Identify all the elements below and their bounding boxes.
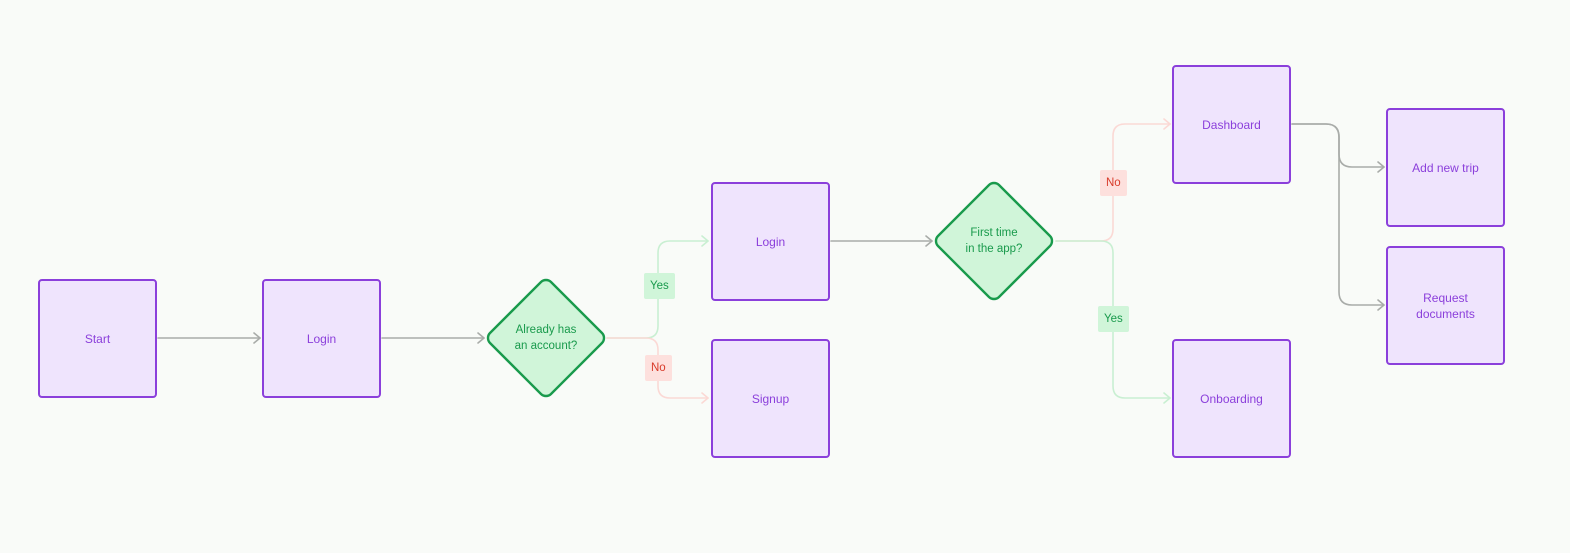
decision-diamond-shape xyxy=(934,181,1054,301)
login-node[interactable]: Login xyxy=(262,279,381,398)
request-documents-node-label: Request documents xyxy=(1416,290,1475,321)
yes-badge: Yes xyxy=(644,273,675,299)
no-badge: No xyxy=(645,355,672,381)
decision-diamond-shape xyxy=(486,278,606,398)
login-node-2-label: Login xyxy=(755,234,786,249)
dashboard-node-label: Dashboard xyxy=(1202,117,1261,132)
request-documents-node[interactable]: Request documents xyxy=(1386,246,1505,365)
start-node-label: Start xyxy=(84,331,111,346)
add-new-trip-node-label: Add new trip xyxy=(1412,160,1479,175)
has-account-decision[interactable]: Already has an account? xyxy=(485,277,607,399)
has-account-decision-label: Already has an account? xyxy=(514,324,578,352)
no-badge: No xyxy=(1100,170,1127,196)
add-new-trip-node[interactable]: Add new trip xyxy=(1386,108,1505,227)
signup-node-label: Signup xyxy=(751,391,790,406)
first-time-decision[interactable]: First time in the app? xyxy=(933,180,1055,302)
onboarding-node-label: Onboarding xyxy=(1200,391,1263,406)
yes-badge: Yes xyxy=(1098,306,1129,332)
login-node-label: Login xyxy=(306,331,337,346)
signup-node[interactable]: Signup xyxy=(711,339,830,458)
login-node-2[interactable]: Login xyxy=(711,182,830,301)
connector-dashboard-request-docs xyxy=(1291,123,1385,306)
start-node[interactable]: Start xyxy=(38,279,157,398)
dashboard-node[interactable]: Dashboard xyxy=(1172,65,1291,184)
first-time-decision-label: First time in the app? xyxy=(965,227,1023,255)
onboarding-node[interactable]: Onboarding xyxy=(1172,339,1291,458)
